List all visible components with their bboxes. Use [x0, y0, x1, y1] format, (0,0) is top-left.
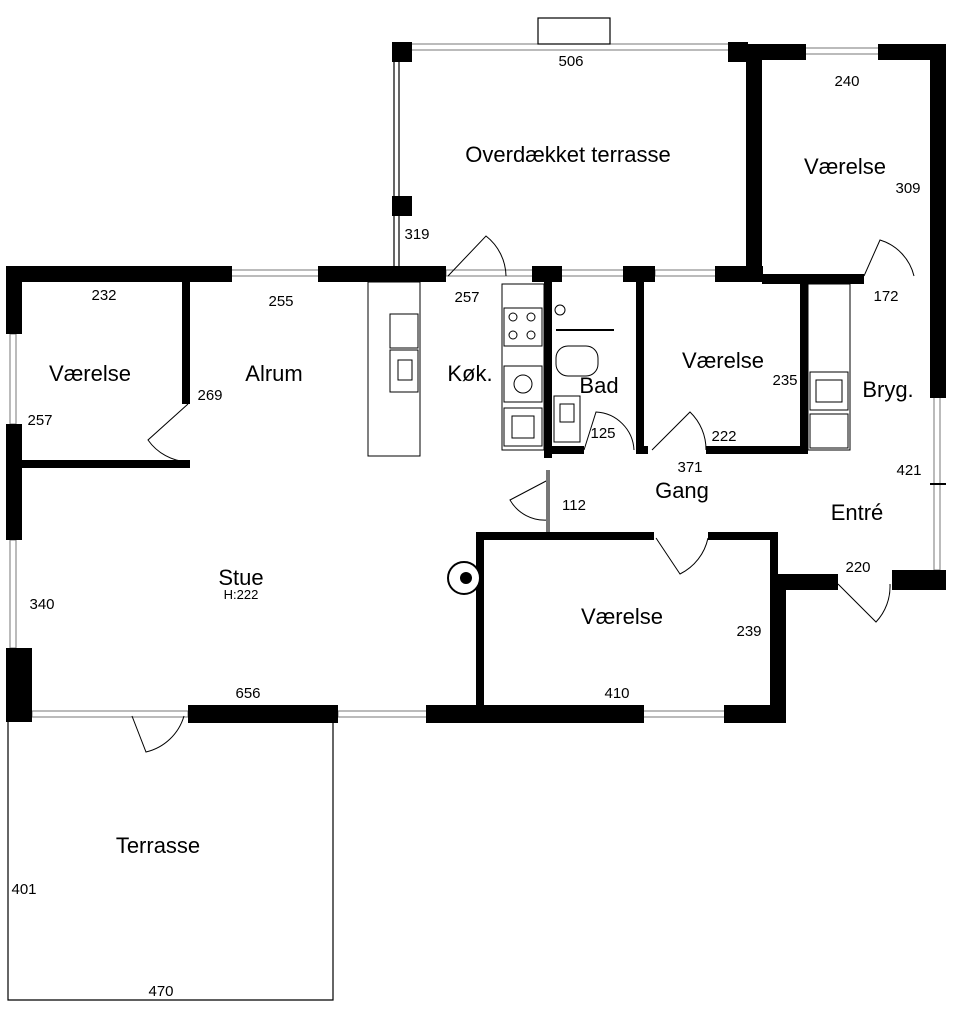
room-terrasse: Terrasse — [116, 833, 200, 858]
dim-112: 112 — [562, 497, 586, 514]
room-labels: Overdækket terrasse Værelse Værelse Alru… — [49, 142, 914, 858]
room-vaerelse-w: Værelse — [49, 361, 131, 386]
dim-257-kitchen: 257 — [454, 289, 479, 306]
walls — [6, 42, 946, 723]
dim-656: 656 — [235, 685, 260, 702]
room-vaerelse-ne: Værelse — [804, 154, 886, 179]
dim-309: 309 — [895, 180, 920, 197]
dim-239: 239 — [736, 623, 761, 640]
room-alrum: Alrum — [245, 361, 302, 386]
dim-269: 269 — [197, 387, 222, 404]
dim-371: 371 — [677, 459, 702, 476]
dim-257-west: 257 — [27, 412, 52, 429]
dim-240: 240 — [834, 73, 859, 90]
room-gang: Gang — [655, 478, 709, 503]
terrace-bay — [537, 17, 611, 45]
dimension-labels: 506 240 309 319 232 255 257 172 269 257 … — [11, 53, 921, 1000]
terrace-outlines — [7, 17, 739, 1001]
dim-172: 172 — [873, 288, 898, 305]
stove-icon — [447, 561, 481, 595]
room-bryg: Bryg. — [862, 377, 913, 402]
dim-220: 220 — [845, 559, 870, 576]
room-entre: Entré — [831, 500, 884, 525]
utility-fixtures — [807, 283, 851, 451]
room-overdaekket-terrasse: Overdækket terrasse — [465, 142, 670, 167]
bath-fixtures — [553, 304, 614, 443]
dim-401: 401 — [11, 881, 36, 898]
dim-340: 340 — [29, 596, 54, 613]
dim-232: 232 — [91, 287, 116, 304]
dim-506: 506 — [558, 53, 583, 70]
dim-222: 222 — [711, 428, 736, 445]
dim-319: 319 — [404, 226, 429, 243]
dim-235: 235 — [772, 372, 797, 389]
dim-470: 470 — [148, 983, 173, 1000]
kitchen-fixtures — [367, 281, 545, 457]
dim-255: 255 — [268, 293, 293, 310]
dim-410: 410 — [604, 685, 629, 702]
room-vaerelse-s: Værelse — [581, 604, 663, 629]
doors — [131, 235, 915, 753]
room-kok: Køk. — [447, 361, 492, 386]
room-stue: Stue — [218, 565, 263, 590]
room-bad: Bad — [579, 373, 618, 398]
dim-421: 421 — [896, 462, 921, 479]
room-stue-height: H:222 — [224, 587, 259, 602]
dim-125: 125 — [590, 425, 615, 442]
room-vaerelse-mid: Værelse — [682, 348, 764, 373]
